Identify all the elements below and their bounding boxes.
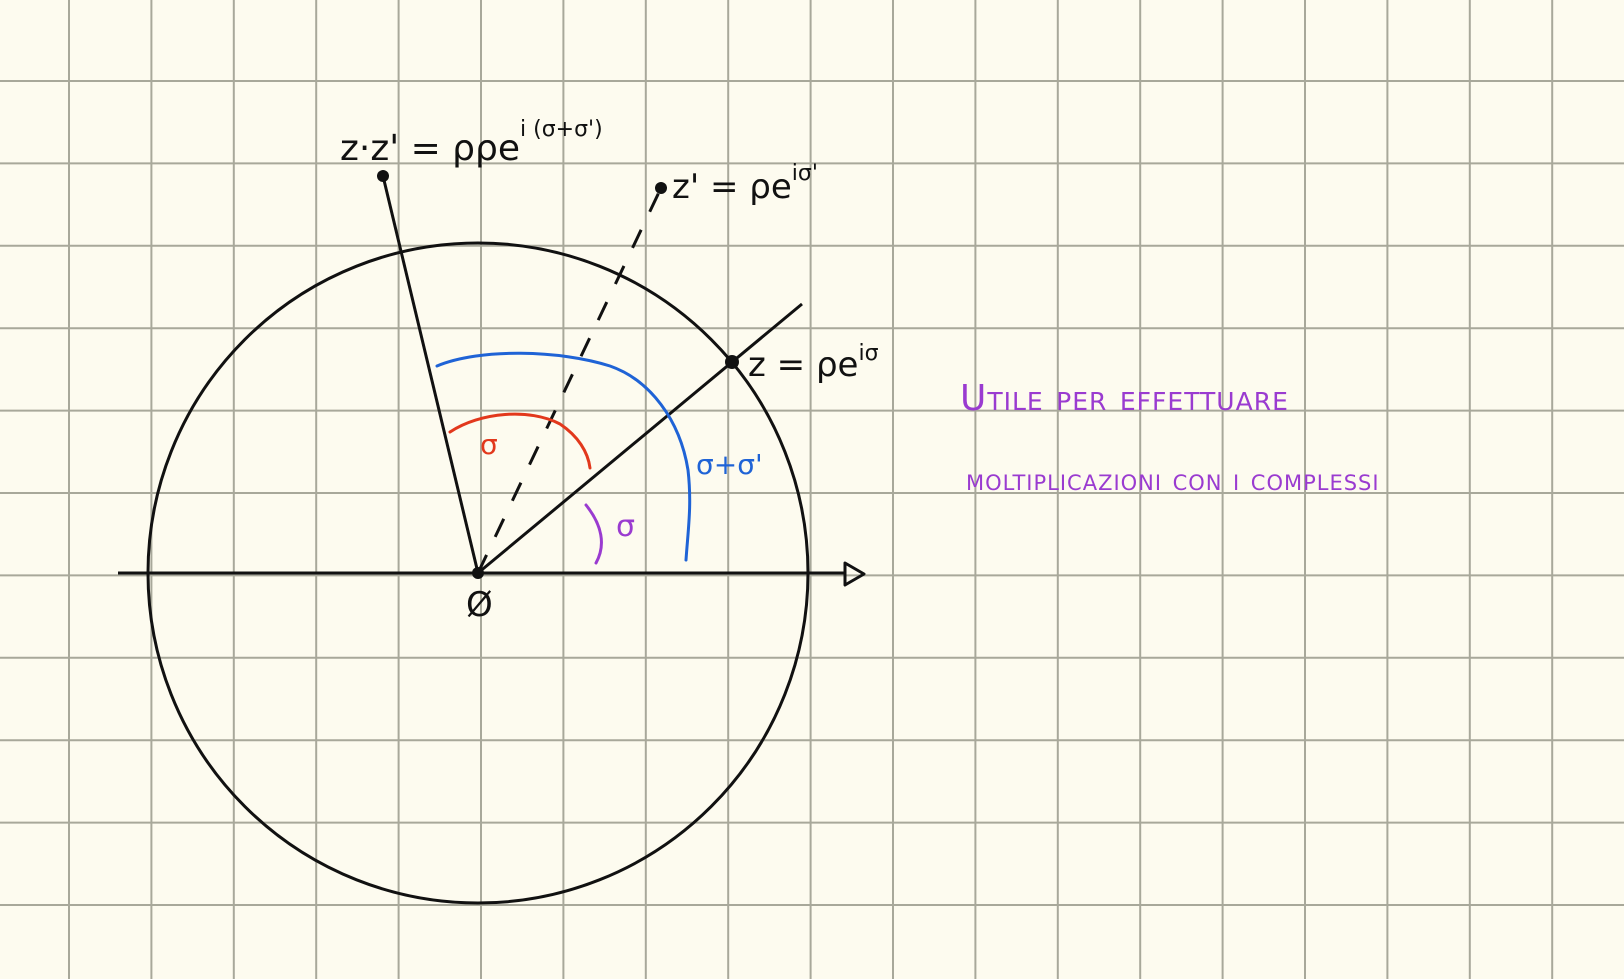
- ray-zprime: [476, 187, 663, 574]
- angle-label-sigma-purple: σ: [616, 509, 635, 544]
- angle-arc-sum-blue: [435, 351, 692, 562]
- label-zprime: z' = ρeiσ': [672, 161, 818, 207]
- label-zprime-exp: iσ': [792, 161, 818, 186]
- angle-arc-sigma-red: [448, 412, 592, 470]
- axis-arrowhead: [843, 561, 866, 587]
- label-product-base: z·z' = ρρe: [340, 128, 520, 169]
- origin-point: [472, 567, 484, 579]
- label-product: z·z' = ρρei (σ+σ'): [340, 117, 603, 169]
- origin-label: Ø: [466, 585, 493, 625]
- label-z-exp: iσ: [858, 341, 878, 366]
- point-zprime: [655, 182, 667, 194]
- ray-product: [381, 175, 480, 574]
- ray-z: [477, 302, 803, 575]
- note-line-1: Utile per effettuare: [960, 378, 1289, 419]
- label-product-exp: i (σ+σ'): [520, 117, 603, 142]
- note-line-2: moltiplicazioni con i complessi: [966, 463, 1380, 498]
- angle-label-sum-blue: σ+σ': [696, 448, 763, 481]
- angle-label-sigma-red: σ: [480, 428, 498, 461]
- point-z: [725, 355, 739, 369]
- label-zprime-base: z' = ρe: [672, 167, 792, 207]
- label-z: z = ρeiσ: [748, 341, 879, 385]
- angle-arc-sigma-purple: [584, 503, 603, 565]
- point-product: [377, 170, 389, 182]
- label-z-base: z = ρe: [748, 345, 858, 385]
